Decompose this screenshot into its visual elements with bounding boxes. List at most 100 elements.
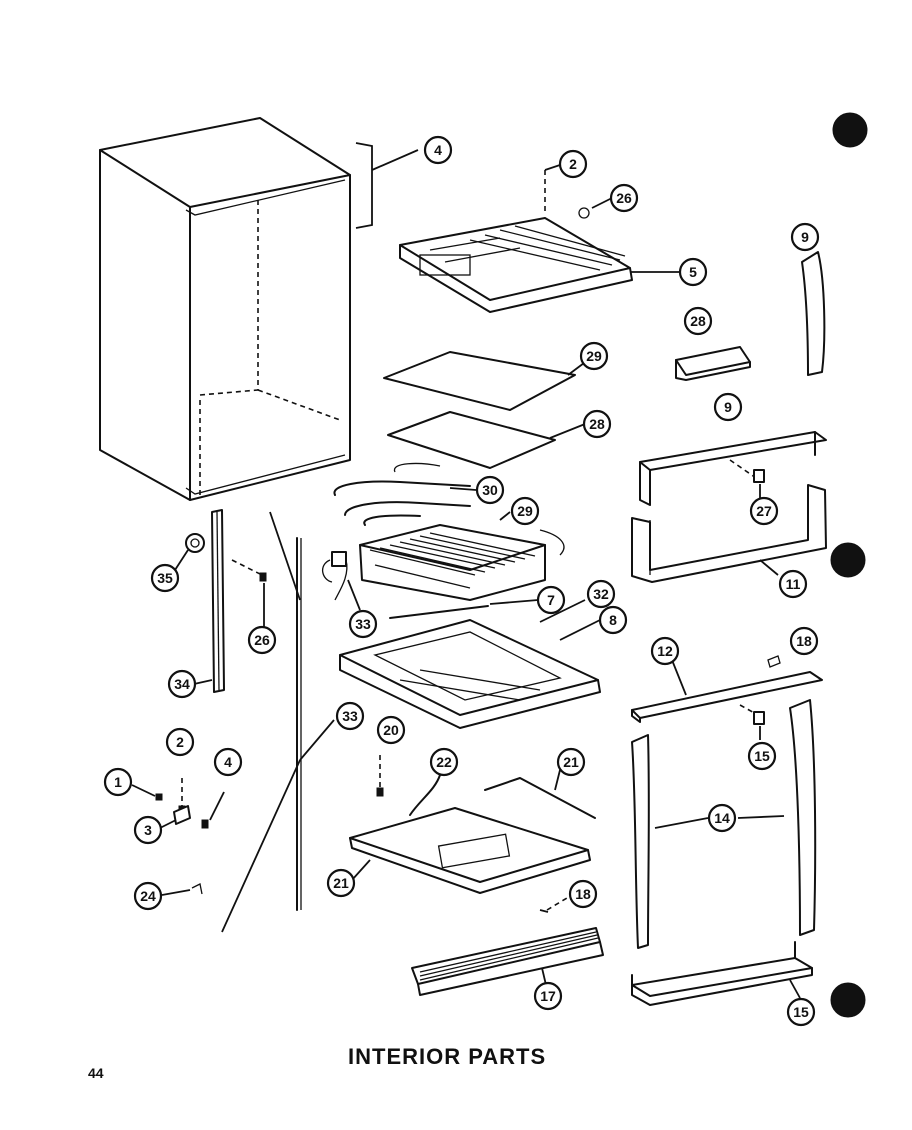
callout-label: 18 [796,633,812,649]
door-shelf-end [801,251,826,376]
crisper-cover [349,807,591,894]
callout-label: 9 [801,229,809,245]
callout-label: 35 [157,570,173,586]
gasket-strip [409,774,441,816]
callout: 28 [683,306,713,336]
callout: 15 [786,997,816,1027]
callout: 1 [103,767,133,797]
evaporator-tray [339,619,601,729]
callout: 30 [475,475,505,505]
callout-label: 29 [517,503,533,519]
callout-label: 7 [547,592,555,608]
drain-rod [389,605,489,619]
defrost-heater [333,462,471,526]
callout-label: 34 [174,676,190,692]
callout: 18 [568,879,598,909]
callout-label: 26 [616,190,632,206]
insulation-panel [387,411,556,469]
callout: 18 [789,626,819,656]
door-shelf-support-right [789,699,817,936]
callout: 32 [586,579,616,609]
callout-label: 15 [793,1004,809,1020]
callout: 21 [326,868,356,898]
punch-hole-middle [830,542,866,578]
callout: 28 [582,409,612,439]
callout: 33 [335,701,365,731]
callout-label: 8 [609,612,617,628]
door-rail [631,671,823,723]
callout: 4 [213,747,243,777]
callout: 26 [609,183,639,213]
callout: 33 [348,609,378,639]
callout-label: 3 [144,822,152,838]
callout-label: 33 [355,616,371,632]
callout: 14 [707,803,737,833]
callout-label: 18 [575,886,591,902]
callout-label: 21 [333,875,349,891]
callout: 9 [713,392,743,422]
callout-label: 33 [342,708,358,724]
callout-label: 2 [569,156,577,172]
callout: 7 [536,585,566,615]
callout-label: 17 [540,988,556,1004]
callout-label: 14 [714,810,730,826]
callout: 24 [133,881,163,911]
callout-label: 15 [754,748,770,764]
callout: 5 [678,257,708,287]
callout: 8 [598,605,628,635]
callout: 15 [747,741,777,771]
door-shelf-support-left [631,734,650,949]
callout-label: 28 [690,313,706,329]
crisper-rod [484,777,596,819]
callout: 21 [556,747,586,777]
diagram-title: INTERIOR PARTS [348,1044,547,1069]
evaporator-assembly [359,524,565,601]
callout-label: 21 [563,754,579,770]
callout: 35 [150,563,180,593]
callout: 20 [376,715,406,745]
callout: 34 [167,669,197,699]
liner-trim-strip [211,509,225,693]
callout-label: 28 [589,416,605,432]
kick-grille [411,927,604,996]
callout-label: 1 [114,774,122,790]
door-bin [631,484,827,583]
page-number: 44 [88,1065,104,1081]
callout: 12 [650,636,680,666]
callout: 26 [247,625,277,655]
callout-label: 9 [724,399,732,415]
callout: 3 [133,815,163,845]
punch-hole-bottom [830,982,866,1018]
callout: 2 [558,149,588,179]
callout: 9 [790,222,820,252]
evaporator-cover-panel [383,351,576,411]
callout-label: 11 [786,576,801,592]
upper-door-shelf [639,431,827,506]
freezer-shelf [399,217,633,313]
punch-hole-top [832,112,868,148]
callout-label: 12 [657,643,673,659]
callout-label: 32 [593,586,609,602]
callout: 11 [778,569,808,599]
callout: 17 [533,981,563,1011]
bottom-door-shelf [631,941,813,1006]
callout-label: 4 [224,754,232,770]
callout: 29 [579,341,609,371]
callout: 2 [165,727,195,757]
callout: 4 [423,135,453,165]
callout: 22 [429,747,459,777]
callout: 29 [510,496,540,526]
butter-compartment [675,346,751,381]
callout-label: 5 [689,264,697,280]
callout-label: 4 [434,142,442,158]
callout-label: 24 [140,888,156,904]
cabinet-liner [99,117,351,501]
callout-label: 22 [436,754,452,770]
callout-label: 29 [586,348,602,364]
control-knob [185,533,205,553]
callout-label: 30 [482,482,498,498]
thermostat-bulb [322,551,348,601]
callout-label: 27 [756,503,772,519]
callout-label: 26 [254,632,270,648]
